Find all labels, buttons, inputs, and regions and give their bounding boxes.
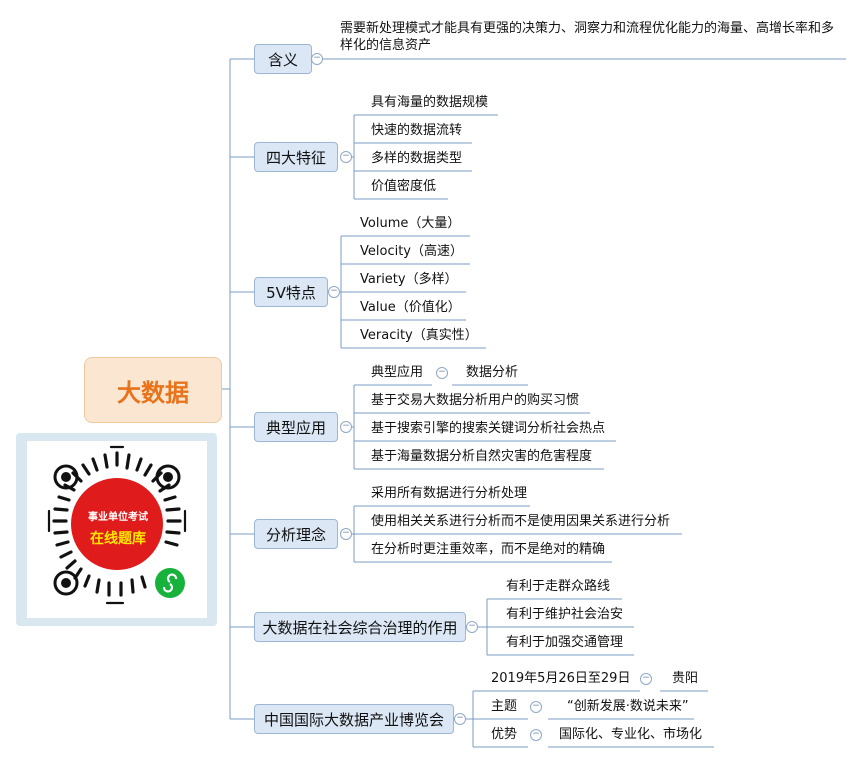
collapse-toggle-date[interactable]: − [640, 673, 652, 685]
expo-theme[interactable]: “创新发展·数说未来” [567, 699, 689, 714]
expo-advantage-label[interactable]: 优势 [491, 727, 518, 742]
collapse-toggle-theme[interactable]: − [530, 701, 542, 713]
branch-features[interactable]: 四大特征 [254, 142, 338, 172]
collapse-toggle-advantage[interactable]: − [530, 729, 542, 741]
application-item[interactable]: 基于交易大数据分析用户的购买习惯 [371, 393, 580, 408]
collapse-toggle-features[interactable]: − [340, 151, 352, 163]
expo-city[interactable]: 贵阳 [672, 671, 699, 686]
collapse-toggle-applications[interactable]: − [340, 421, 352, 433]
qr-code-icon[interactable] [27, 441, 207, 618]
governance-item[interactable]: 有利于加强交通管理 [506, 635, 624, 650]
meaning-text-line1[interactable]: 需要新处理模式才能具有更强的决策力、洞察力和流程优化能力的海量、高增长率和多 [340, 21, 835, 36]
branch-meaning[interactable]: 含义 [254, 44, 312, 74]
collapse-toggle-typical[interactable]: − [436, 367, 448, 379]
philosophy-item[interactable]: 采用所有数据进行分析处理 [371, 486, 528, 501]
philosophy-item[interactable]: 在分析时更注重效率，而不是绝对的精确 [371, 542, 606, 557]
collapse-toggle-5v[interactable]: − [328, 286, 340, 298]
meaning-text-line2[interactable]: 样化的信息资产 [340, 38, 432, 53]
governance-item[interactable]: 有利于走群众路线 [506, 579, 611, 594]
five-v-item[interactable]: Velocity（高速） [360, 244, 463, 259]
feature-item[interactable]: 多样的数据类型 [371, 151, 463, 166]
feature-item[interactable]: 价值密度低 [371, 179, 437, 194]
five-v-item[interactable]: Value（价值化） [360, 300, 461, 315]
branch-5v[interactable]: 5V特点 [254, 277, 328, 307]
expo-advantage[interactable]: 国际化、专业化、市场化 [559, 727, 703, 742]
five-v-item[interactable]: Veracity（真实性） [360, 328, 478, 343]
expo-date[interactable]: 2019年5月26日至29日 [491, 671, 631, 686]
collapse-toggle-meaning[interactable]: − [311, 53, 323, 65]
typical-application-child[interactable]: 数据分析 [466, 365, 519, 380]
philosophy-item[interactable]: 使用相关关系进行分析而不是使用因果关系进行分析 [371, 514, 671, 529]
five-v-item[interactable]: Variety（多样） [360, 272, 458, 287]
branch-applications[interactable]: 典型应用 [254, 412, 338, 442]
branch-governance[interactable]: 大数据在社会综合治理的作用 [254, 612, 466, 642]
typical-application-node[interactable]: 典型应用 [371, 365, 424, 380]
qr-badge-title: 事业单位考试 [88, 512, 148, 523]
branch-philosophy[interactable]: 分析理念 [254, 519, 338, 549]
root-node[interactable]: 大数据 [84, 357, 222, 423]
qr-badge-subtitle: 在线题库 [90, 531, 146, 547]
feature-item[interactable]: 快速的数据流转 [371, 123, 463, 138]
feature-item[interactable]: 具有海量的数据规模 [371, 95, 489, 110]
application-item[interactable]: 基于搜索引擎的搜索关键词分析社会热点 [371, 421, 606, 436]
branch-expo[interactable]: 中国国际大数据产业博览会 [254, 704, 454, 734]
expo-theme-label[interactable]: 主题 [491, 699, 518, 714]
application-item[interactable]: 基于海量数据分析自然灾害的危害程度 [371, 449, 593, 464]
collapse-toggle-philosophy[interactable]: − [340, 528, 352, 540]
governance-item[interactable]: 有利于维护社会治安 [506, 607, 624, 622]
collapse-toggle-governance[interactable]: − [466, 621, 478, 633]
five-v-item[interactable]: Volume（大量） [360, 216, 461, 231]
collapse-toggle-expo[interactable]: − [454, 713, 466, 725]
